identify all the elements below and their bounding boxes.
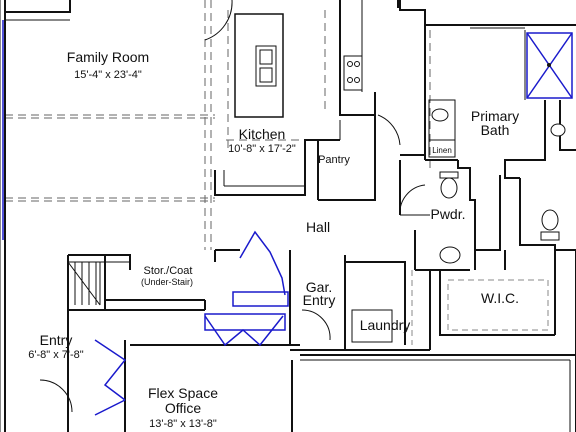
family-room-name: Family Room [67, 49, 149, 65]
family-room-dims: 15'-4" x 23'-4" [74, 69, 142, 81]
linen-name: Linen [432, 146, 452, 155]
hall-name: Hall [306, 219, 330, 235]
wic-shelving [411, 270, 549, 345]
door-swing-icon [39, 0, 426, 413]
entry-dims: 6'-8" x 7'-8" [28, 349, 84, 361]
stair-icon [67, 261, 130, 306]
pantry-name: Pantry [318, 154, 350, 166]
toilet-icon [439, 171, 560, 241]
wic-name: W.I.C. [481, 290, 519, 306]
range-icon [343, 55, 363, 91]
laundry-name: Laundry [360, 317, 411, 333]
flex-dims: 13'-8" x 13'-8" [149, 418, 217, 430]
powder-name: Pwdr. [430, 206, 465, 222]
sink-icon [255, 45, 566, 264]
kitchen-name: Kitchen [239, 126, 286, 142]
linen-shelf [428, 99, 456, 158]
garage-entry-line2: Entry [303, 292, 336, 308]
primary-bath-line1: Primary [471, 108, 519, 124]
kitchen-dims: 10'-8" x 17'-2" [228, 143, 296, 155]
stor-coat-name: Stor./Coat [144, 265, 193, 277]
flex-line1: Flex Space [148, 385, 218, 401]
labels: Family Room 15'-4" x 23'-4" Kitchen 10'-… [28, 49, 519, 430]
shower-icon [547, 63, 551, 67]
flex-line2: Office [165, 400, 202, 416]
stor-coat-note: (Under-Stair) [141, 277, 193, 287]
entry-name: Entry [40, 332, 73, 348]
garage-entry-line1: Gar. [306, 279, 332, 295]
primary-bath-line2: Bath [481, 122, 510, 138]
